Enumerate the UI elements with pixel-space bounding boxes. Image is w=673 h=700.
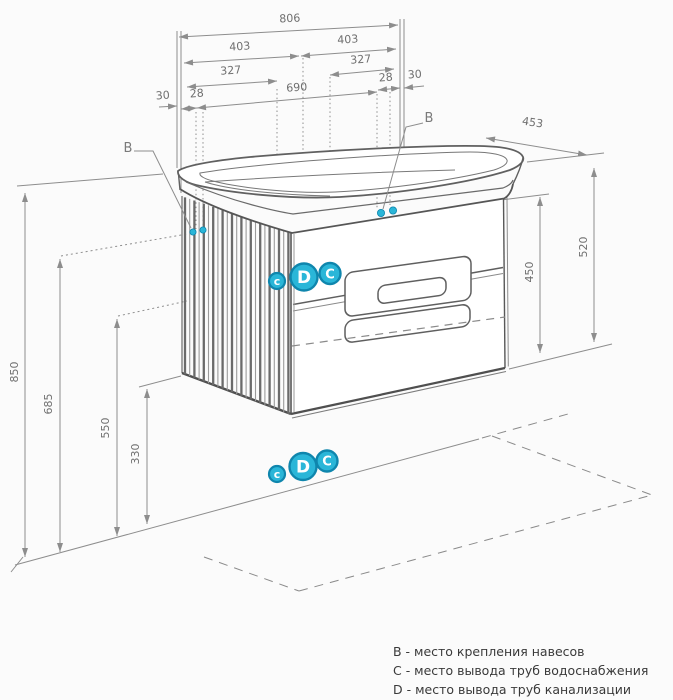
sink-rim-outer <box>177 144 525 199</box>
dim-label-327-right: 327 <box>350 52 372 66</box>
drain-marker-letter: D <box>297 268 311 288</box>
dim-label-403-left: 403 <box>229 39 251 53</box>
hanger-dot-left-2 <box>199 226 207 234</box>
floor-baseline <box>14 438 480 566</box>
dim-line-30-left <box>158 103 178 110</box>
cabinet-pipe-markers: c D C <box>267 261 342 292</box>
dim-label-403-right: 403 <box>337 32 359 46</box>
dim-label-520: 520 <box>577 237 590 258</box>
water-supply-marker-icon <box>267 271 287 291</box>
floor-water-supply-letter: c <box>274 468 281 481</box>
front-right-edge-a <box>502 198 506 369</box>
dim-label-806: 806 <box>279 11 301 25</box>
left-dimension-labels: 850 685 550 330 <box>8 362 142 465</box>
floor-dashed-front <box>298 494 653 592</box>
floor-dashed-baseline-ext <box>481 413 569 439</box>
legend-item-drain: D - место вывода труб канализации <box>393 682 632 697</box>
legend: B - место крепления навесов C - место вы… <box>393 642 648 699</box>
dim-label-850: 850 <box>8 362 21 383</box>
ext-line-sink-left <box>16 173 164 187</box>
water-supply-marker-letter: c <box>274 275 281 288</box>
dim-line-327-left <box>186 78 278 90</box>
floor-dashed-right <box>491 435 653 496</box>
hidden-wall-line <box>291 316 506 347</box>
b-leader-left <box>134 150 192 229</box>
right-dimension-labels: 453 450 520 <box>521 114 590 282</box>
dim-line-453 <box>485 136 588 157</box>
dim-label-30-left: 30 <box>155 89 170 103</box>
cabinet-drawing <box>177 144 525 419</box>
fluted-panel-ribs <box>183 197 290 414</box>
dim-label-690: 690 <box>286 80 308 94</box>
dim-line-403-left <box>183 53 300 66</box>
dim-line-28-left <box>180 105 198 112</box>
floor-drain-icon <box>288 451 318 482</box>
left-dimensions <box>10 173 480 573</box>
right-dimensions <box>485 136 613 370</box>
front-bottom-edge <box>290 366 506 416</box>
water-supply-marker-icon-2 <box>318 261 342 286</box>
drawer-handle-recess <box>377 276 447 305</box>
hanger-dot-right-2 <box>388 206 397 215</box>
hanger-dot-left-1 <box>189 228 197 236</box>
hanger-callouts: B B <box>124 111 434 236</box>
floor-projection <box>203 413 653 592</box>
b-leader-right <box>382 122 424 210</box>
floor-baseline-tick <box>10 556 24 573</box>
floor-water-supply-icon <box>267 464 287 484</box>
b-label-left: B <box>124 141 133 156</box>
dim-label-450: 450 <box>523 262 536 283</box>
dim-line-690 <box>196 89 378 111</box>
dim-label-550: 550 <box>99 418 112 439</box>
ext-dotted-550 <box>117 300 188 317</box>
dim-label-330: 330 <box>129 444 142 465</box>
dim-label-30-right: 30 <box>407 68 422 82</box>
dim-line-806 <box>178 22 399 40</box>
ext-line-cab-bottom-right <box>508 343 613 370</box>
dim-line-30-right <box>403 84 425 91</box>
sink-right-end-edge <box>512 157 524 185</box>
ext-dotted-685 <box>60 233 188 257</box>
floor-water-supply-letter-2: C <box>322 455 332 470</box>
dim-label-28-left: 28 <box>189 87 204 101</box>
dim-label-685: 685 <box>42 394 55 415</box>
floor-dashed-left <box>203 556 300 592</box>
floor-drain-letter: D <box>296 458 310 478</box>
sink-basin-back-line <box>204 169 456 183</box>
dim-line-403-right <box>300 46 397 59</box>
dim-line-28-right <box>377 85 401 93</box>
sink-rim-inner <box>199 151 508 193</box>
floor-pipe-markers: c D C <box>267 449 339 484</box>
water-supply-marker-letter-2: C <box>325 268 335 283</box>
drain-marker-icon <box>289 262 319 292</box>
sink-left-end-edge <box>177 173 181 191</box>
legend-item-hangers: B - место крепления навесов <box>393 644 585 659</box>
ext-line-cab-top-right <box>500 193 550 201</box>
dim-label-453: 453 <box>521 114 544 130</box>
sink-basin-front-line <box>204 181 331 197</box>
sink-rim-lower-edge <box>185 179 514 215</box>
legend-item-water-supply: C - место вывода труб водоснабжения <box>393 663 649 678</box>
front-bottom-edge-underside <box>291 370 507 419</box>
ext-line-330 <box>138 375 182 388</box>
sink-apron-bottom-edge <box>179 183 514 234</box>
lower-drawer-front <box>344 304 471 343</box>
b-label-right: B <box>425 111 434 126</box>
front-right-edge-b <box>506 197 509 367</box>
top-dimension-labels: 806 403 403 327 327 690 28 30 28 30 <box>155 11 422 102</box>
floor-water-supply-icon-2 <box>315 449 339 473</box>
dim-label-28-right: 28 <box>378 71 393 85</box>
hanger-dot-right-1 <box>376 208 385 217</box>
drawer-fronts <box>344 255 472 343</box>
ext-line-sink-right <box>526 152 605 163</box>
dim-label-327-left: 327 <box>220 63 242 77</box>
dim-line-327-right <box>329 66 395 78</box>
